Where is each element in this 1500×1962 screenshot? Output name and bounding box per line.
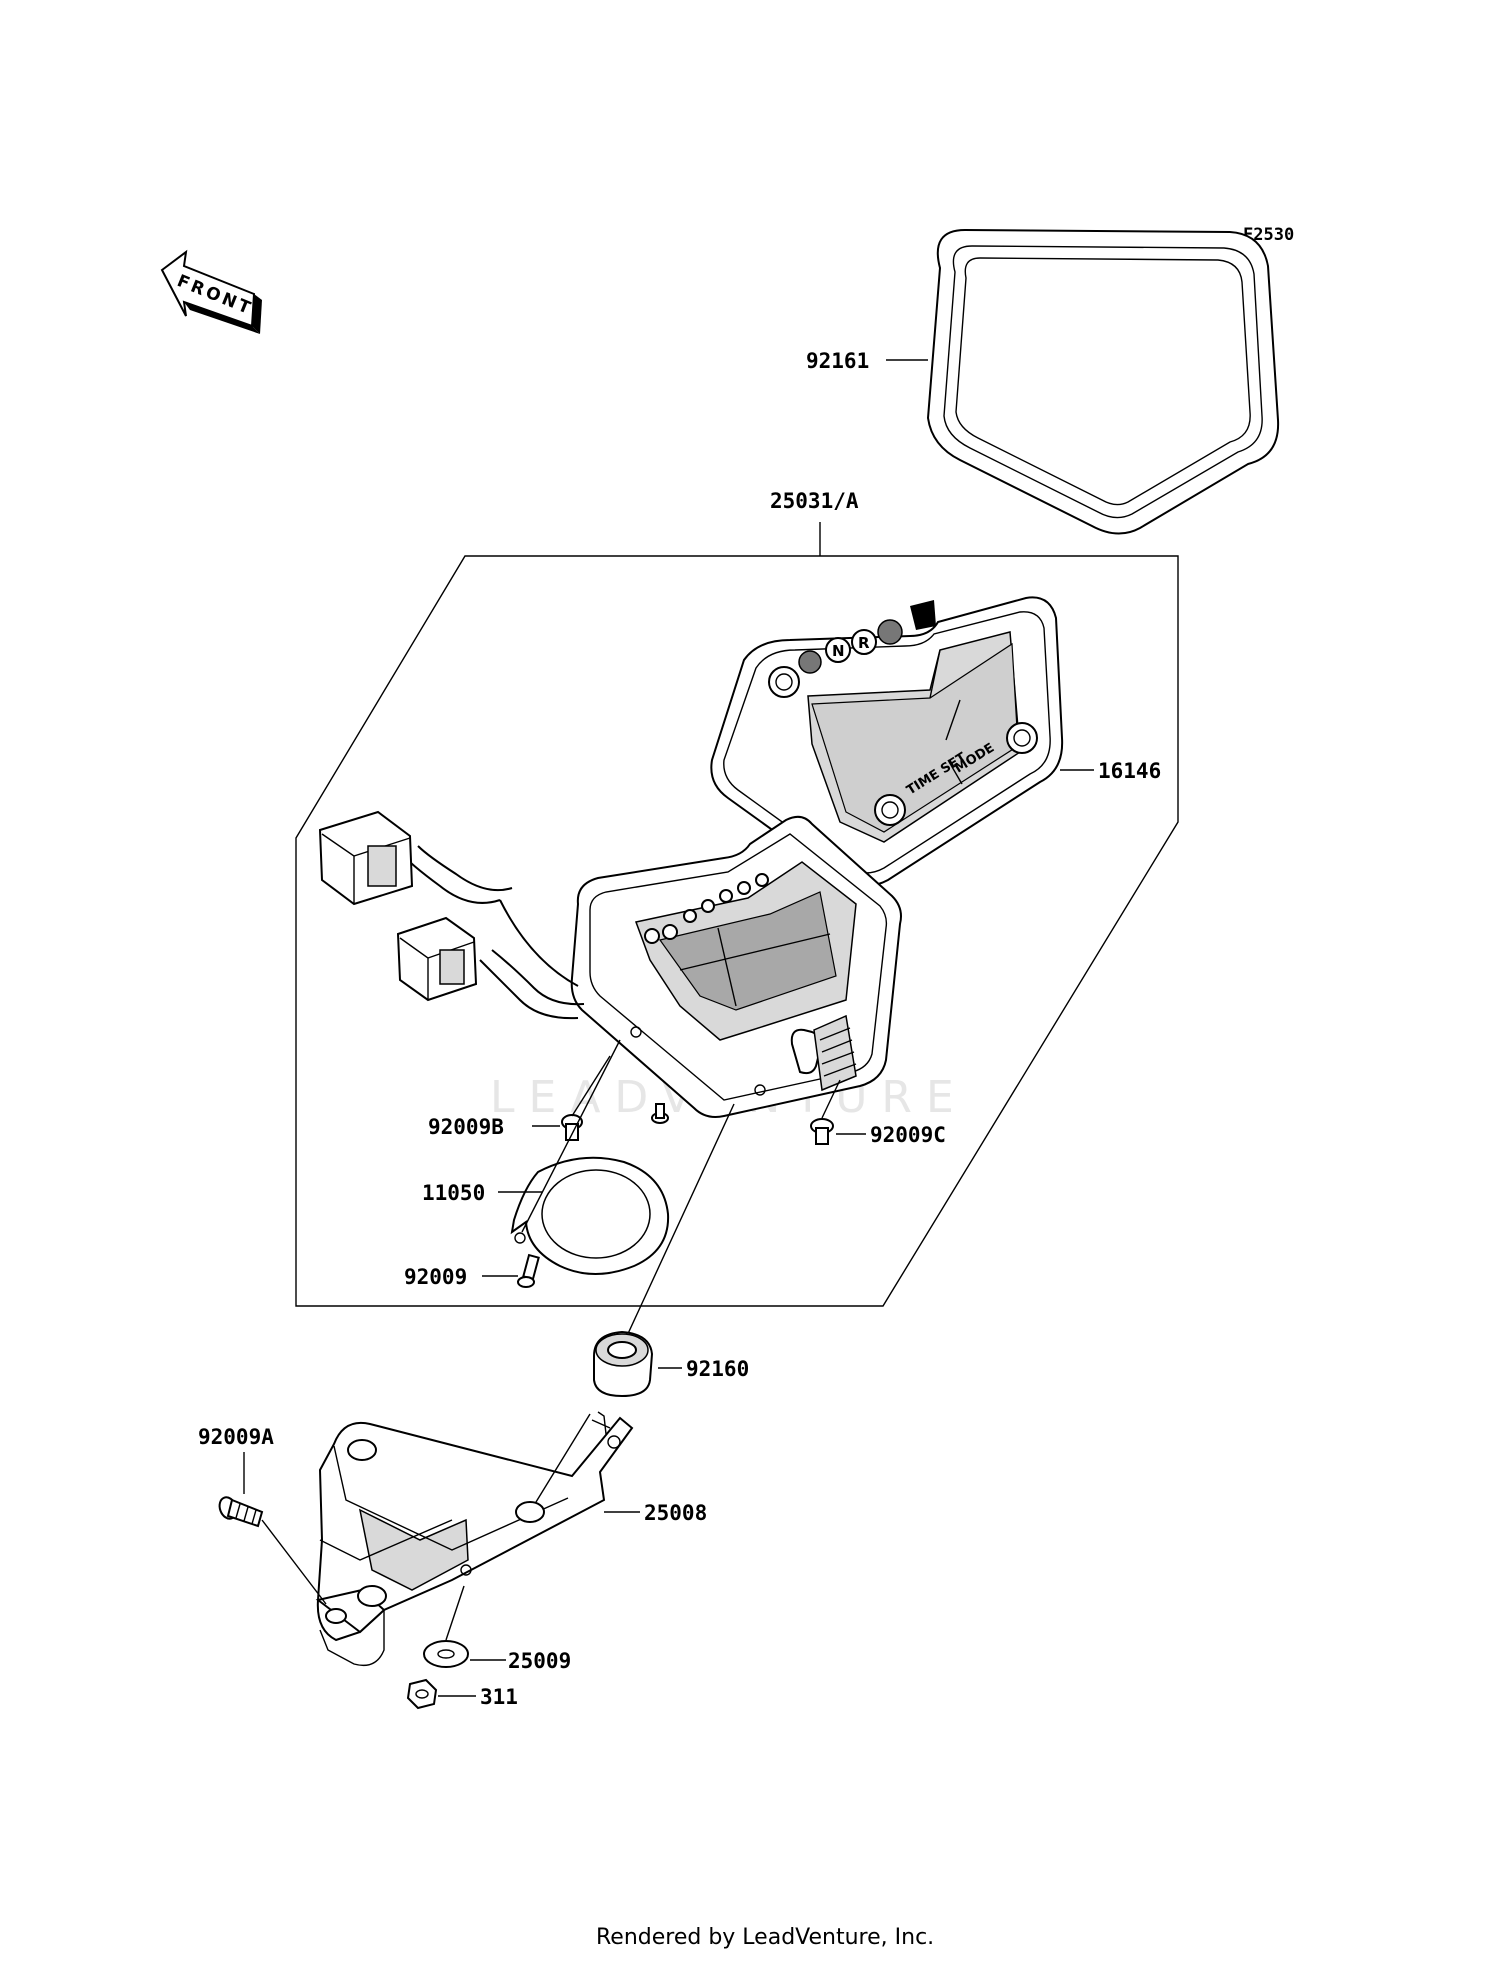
callout-16146: 16146: [1098, 759, 1161, 783]
meter-unit: [318, 810, 902, 1118]
callout-25009: 25009: [508, 1649, 571, 1673]
assembly-outline: [295, 555, 1179, 1307]
grommet-92160: [593, 1330, 654, 1398]
callout-311: 311: [480, 1685, 518, 1709]
meter-bezel: N R MODE TIME SET: [710, 596, 1064, 887]
lens-frame: [926, 228, 1280, 535]
callout-92160: 92160: [686, 1357, 749, 1381]
screw-92009b-icon: [561, 1114, 583, 1141]
callout-25031a: 25031/A: [770, 489, 859, 513]
callout-11050: 11050: [422, 1181, 485, 1205]
leader-11050-to-unit: [521, 1039, 621, 1233]
figure-code: F2530: [1243, 225, 1294, 245]
front-arrow-icon: FRONT: [160, 249, 262, 334]
leader-92009b-to-unit: [571, 1055, 611, 1117]
leader-grommet-to-bracket: [535, 1413, 591, 1503]
callout-92009b: 92009B: [428, 1115, 504, 1139]
callout-92009a: 92009A: [198, 1425, 274, 1449]
screw-unit-icon: [651, 1103, 669, 1124]
bolt-92009a-icon: [218, 1496, 264, 1528]
nut-311-icon: [406, 1678, 438, 1710]
callout-92161: 92161: [806, 349, 869, 373]
washer-25009-icon: [423, 1640, 469, 1668]
callout-92009c: 92009C: [870, 1123, 946, 1147]
leader-unit-to-grommet: [625, 1103, 735, 1339]
footer-credit: Rendered by LeadVenture, Inc.: [596, 1925, 934, 1950]
callout-92009: 92009: [404, 1265, 467, 1289]
indicator-r: R: [858, 634, 870, 652]
screw-92009c-icon: [810, 1118, 834, 1145]
screw-92009-icon: [517, 1253, 540, 1288]
bracket-25008: [315, 1411, 634, 1667]
gasket-11050: [510, 1156, 670, 1275]
leader-92009c-to-unit: [821, 1079, 841, 1119]
callout-25008: 25008: [644, 1501, 707, 1525]
indicator-n: N: [832, 642, 845, 660]
leader-bolt-to-bracket: [261, 1519, 327, 1605]
leader-washer-to-bracket: [445, 1585, 465, 1641]
